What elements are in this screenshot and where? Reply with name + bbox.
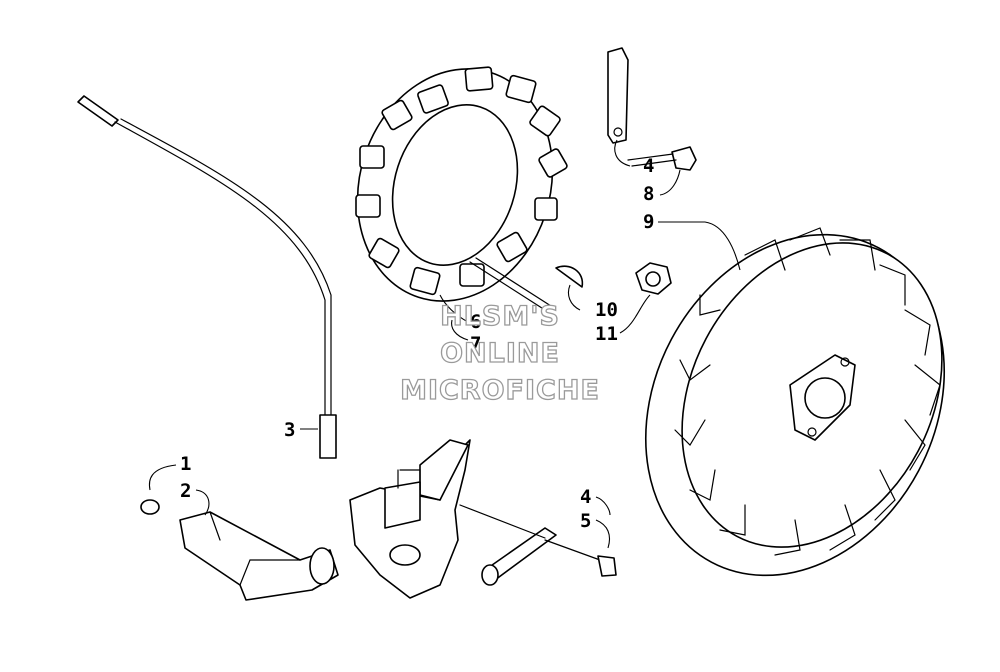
watermark-line-2: ONLINE bbox=[440, 338, 560, 369]
stator-lead-wire bbox=[77, 95, 337, 459]
ignition-coil bbox=[349, 439, 471, 599]
lower-bracket bbox=[459, 504, 617, 586]
callout-9: 9 bbox=[643, 211, 654, 233]
callout-3: 3 bbox=[284, 419, 295, 441]
callout-labels: 1 2 3 4 8 9 10 11 6 7 4 5 bbox=[180, 155, 654, 532]
callout-8: 8 bbox=[643, 183, 654, 205]
callout-4-upper: 4 bbox=[643, 155, 654, 177]
callout-10: 10 bbox=[595, 299, 618, 321]
watermark-line-1: HLSM'S bbox=[440, 301, 560, 332]
callout-2: 2 bbox=[180, 480, 191, 502]
callout-11: 11 bbox=[595, 323, 618, 345]
callout-7: 7 bbox=[470, 333, 481, 355]
flywheel bbox=[644, 227, 946, 577]
spark-plug-cap bbox=[179, 511, 339, 601]
callout-5: 5 bbox=[580, 510, 591, 532]
callout-1: 1 bbox=[180, 453, 191, 475]
callout-6: 6 bbox=[470, 311, 481, 333]
callout-4-lower: 4 bbox=[580, 486, 591, 508]
flywheel-nut bbox=[635, 262, 672, 295]
stator bbox=[355, 66, 568, 311]
high-tension-wire bbox=[123, 281, 412, 515]
watermark: HLSM'S ONLINE MICROFICHE bbox=[399, 300, 600, 406]
upper-bracket bbox=[607, 47, 697, 171]
watermark-line-3: MICROFICHE bbox=[400, 375, 600, 406]
woodruff-key bbox=[555, 265, 584, 288]
leader-lines bbox=[148, 139, 741, 549]
